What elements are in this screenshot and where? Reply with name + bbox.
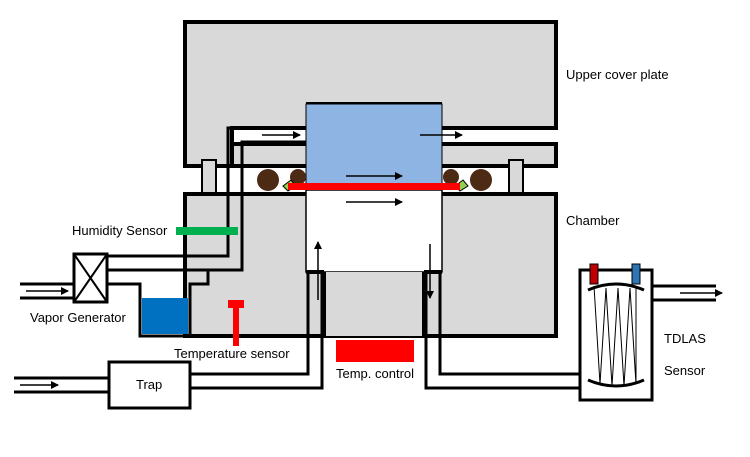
seal-left-inner — [290, 169, 306, 185]
label-upper-cover-plate: Upper cover plate — [566, 67, 669, 82]
label-vapor-generator: Vapor Generator — [30, 310, 127, 325]
tdlas-red-port — [589, 263, 599, 285]
label-temp-control: Temp. control — [336, 366, 414, 381]
temperature-sensor-stem — [233, 306, 239, 346]
label-sensor: Sensor — [664, 363, 706, 378]
pipe-to-trap-inner — [190, 272, 324, 390]
spacer-post-left — [201, 159, 217, 195]
label-trap: Trap — [136, 377, 162, 392]
seal-right-inner — [443, 169, 459, 185]
trap-box — [107, 360, 192, 410]
seal-left-outer — [257, 169, 279, 191]
tdlas-blue-port — [631, 263, 641, 285]
pipe-to-tdlas-inner — [438, 272, 580, 376]
pipe-to-tdlas-outer — [424, 272, 580, 390]
label-chamber: Chamber — [566, 213, 620, 228]
inlet-channel-inner — [107, 140, 306, 272]
temperature-sensor-head — [228, 300, 244, 308]
tdlas-bottom-mirror — [587, 378, 645, 388]
spacer-post-right — [508, 159, 524, 195]
middle-plate-right — [438, 142, 558, 168]
label-temperature-sensor: Temperature sensor — [174, 346, 290, 361]
pipe-to-trap-outer — [190, 272, 310, 376]
label-humidity-sensor: Humidity Sensor — [72, 223, 168, 238]
tdlas-top-mirror — [587, 282, 645, 292]
temp-control-block — [336, 340, 414, 362]
tdlas-beam-path — [593, 285, 637, 387]
tdlas-cell — [578, 268, 654, 402]
seal-right-outer — [470, 169, 492, 191]
heater-bar — [288, 183, 460, 190]
sample-region — [305, 103, 443, 187]
humidity-sensor-bar — [176, 227, 238, 235]
inlet-channel-outer — [107, 126, 306, 258]
label-tdlas: TDLAS — [664, 331, 706, 346]
water-bath — [142, 298, 188, 334]
chamber-lower-channel — [324, 272, 424, 336]
